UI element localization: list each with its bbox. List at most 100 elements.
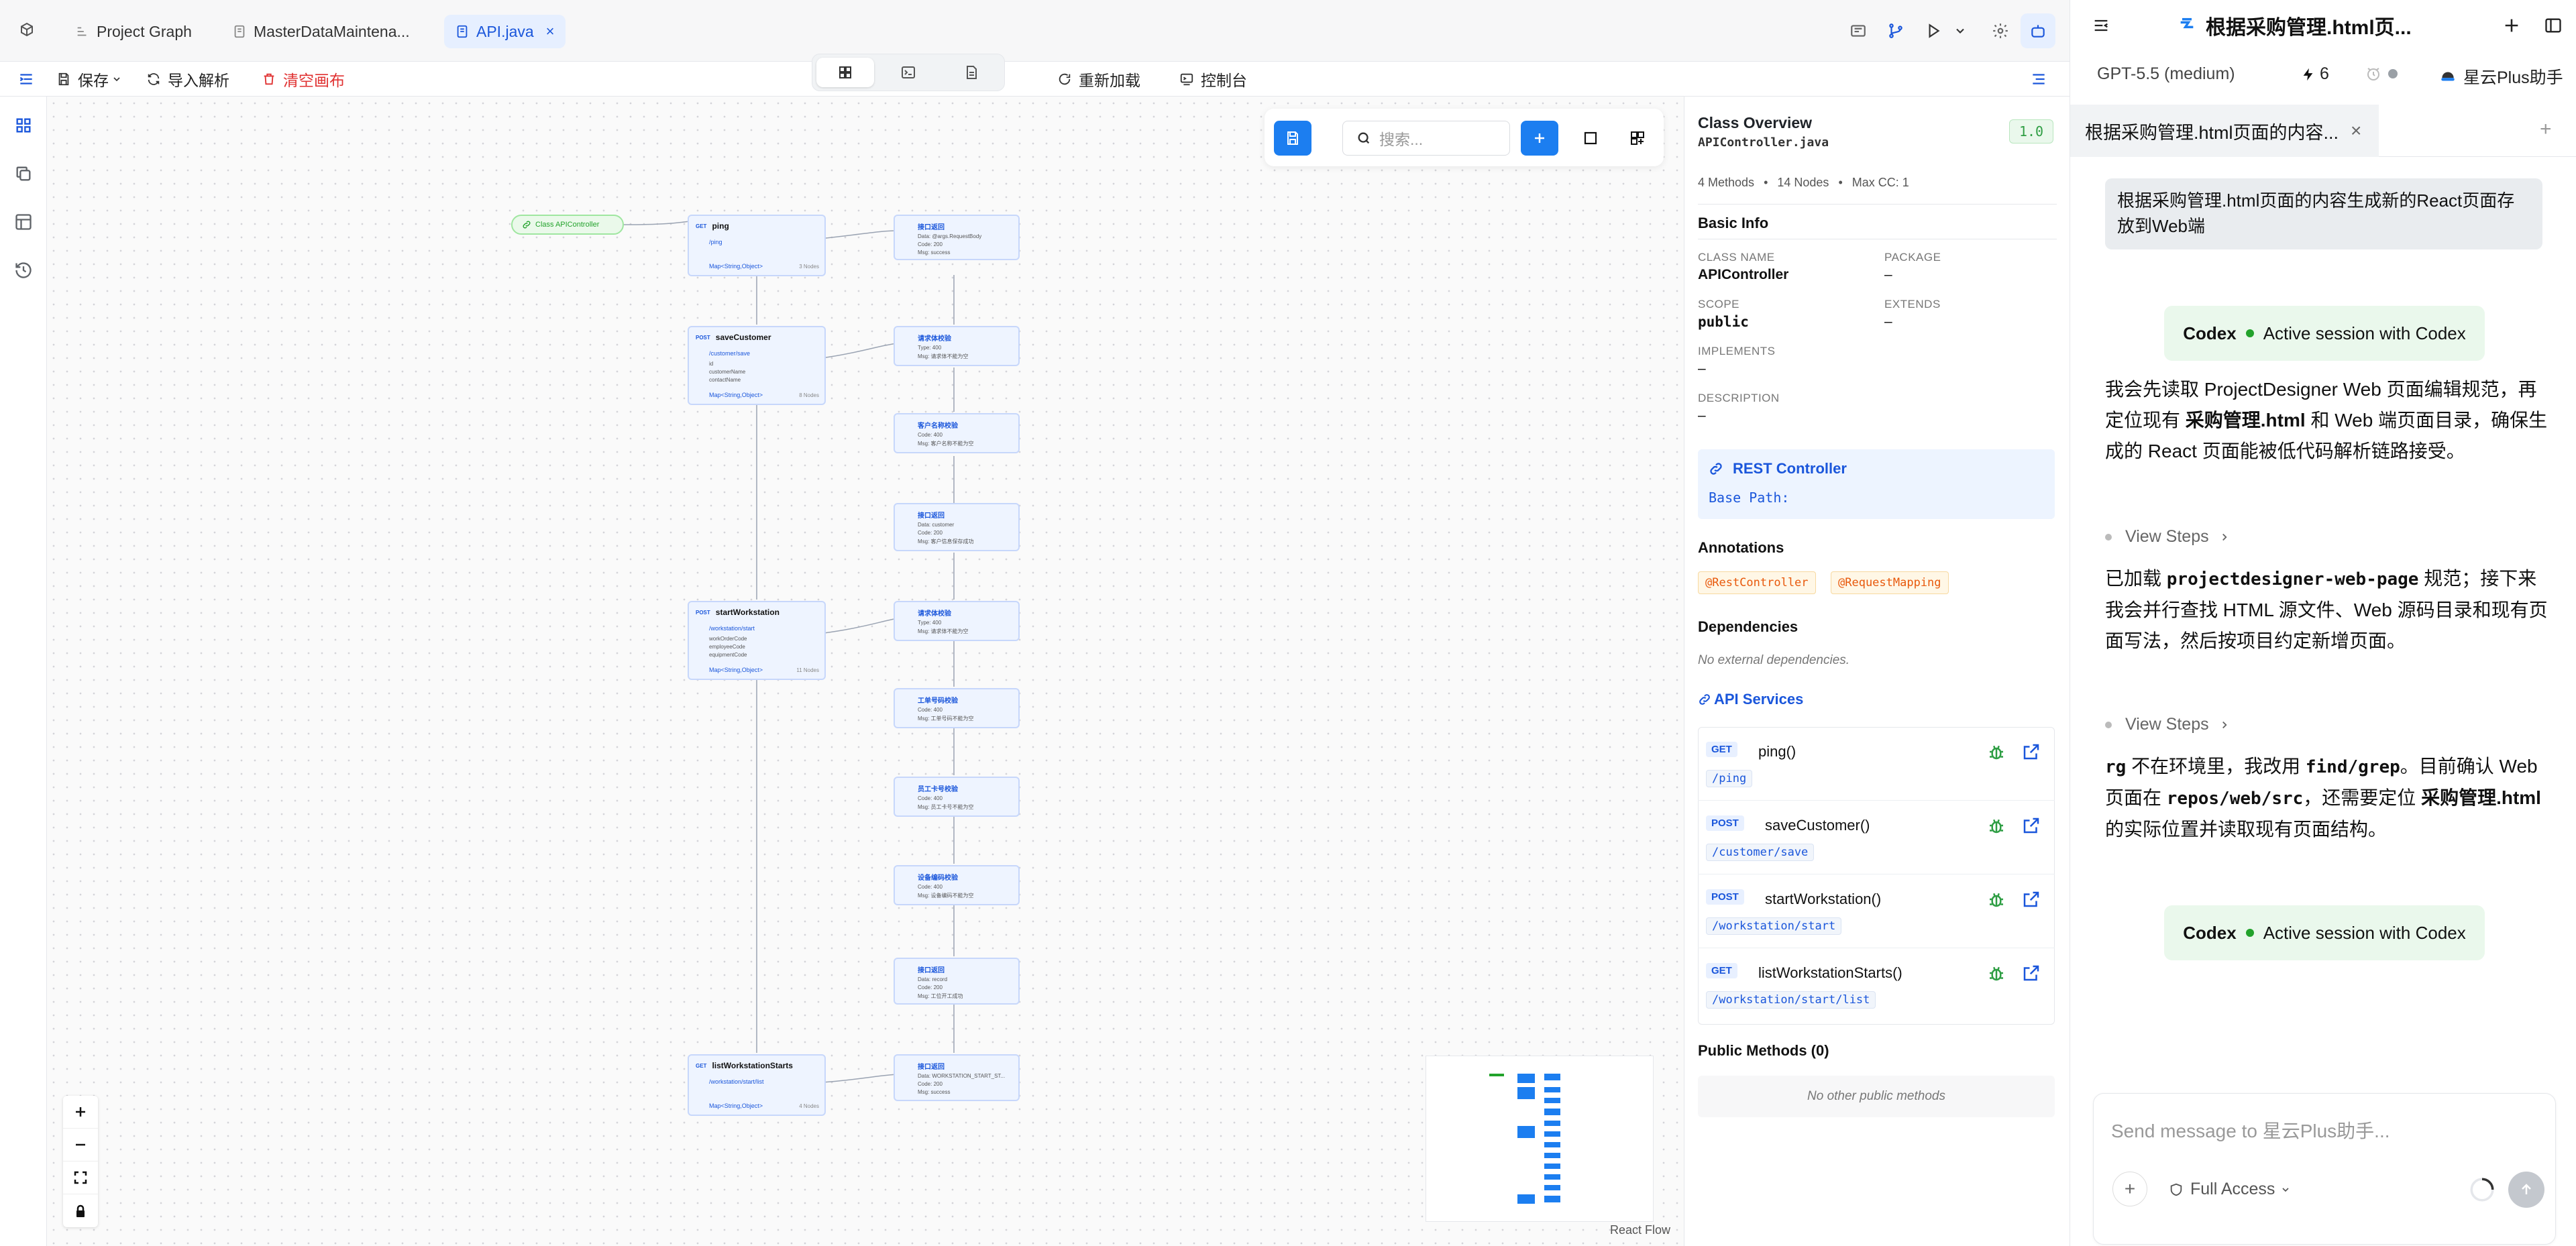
add-thread-icon[interactable]: + [2540,118,2552,140]
service-row-list-workstation-starts[interactable]: GET listWorkstationStarts() /workstation… [1698,948,2055,1022]
import-parse-button[interactable]: 导入解析 [146,67,229,91]
message-input[interactable]: Send message to 星云Plus助手... [2111,1121,2390,1141]
method-name: listWorkstationStarts [712,1061,793,1070]
chevron-down-icon[interactable] [1945,13,1975,48]
graph-nav-icon[interactable] [9,111,38,139]
tab-label: MasterDataMaintena... [254,22,410,40]
external-link-icon[interactable] [2021,815,2041,836]
assistant-message-3: rg 不在环境里，我改用 find/grep。目前确认 Web 页面在 repo… [2105,756,2541,840]
close-icon[interactable]: × [545,23,555,40]
clear-canvas-button[interactable]: 清空画布 [262,67,345,91]
bug-icon[interactable] [1986,889,2006,909]
assistant-selector[interactable]: 星云Plus助手 [2439,64,2563,89]
service-row-save-customer[interactable]: POST saveCustomer() /customer/save [1698,801,2055,874]
tab-master-data[interactable]: MasterDataMaintena... [221,15,421,48]
view-steps-label: View Steps [2125,527,2209,546]
view-steps-toggle[interactable]: View Steps [2105,715,2231,734]
access-selector[interactable]: Full Access [2169,1180,2291,1199]
layout-nav-icon[interactable] [9,208,38,236]
minimap[interactable] [1426,1056,1654,1222]
react-flow-attribution[interactable]: React Flow [1610,1223,1671,1237]
panel-layout-icon[interactable] [2538,11,2568,40]
annotations-title: Annotations [1698,539,1784,556]
sidebar-toggle-icon[interactable] [2086,11,2116,40]
send-button[interactable] [2508,1172,2544,1208]
http-method: POST [696,334,710,341]
thread-tab-active[interactable]: 根据采购管理.html页面的内容... × [2070,105,2379,157]
gear-icon[interactable] [1983,13,2018,48]
zoom-out-icon[interactable] [63,1129,98,1162]
layout-icon[interactable] [1841,13,1876,48]
fit-view-icon[interactable] [63,1162,98,1194]
bug-icon[interactable] [1986,815,2006,836]
search-input[interactable]: 搜索... [1342,121,1510,156]
zoom-in-icon[interactable] [63,1096,98,1129]
save-icon[interactable] [1274,121,1311,156]
attach-plus-icon[interactable]: + [2112,1172,2147,1206]
history-nav-icon[interactable] [9,256,38,284]
file-icon [457,25,468,38]
lock-icon[interactable] [63,1194,98,1227]
class-node[interactable]: Class APIController [511,215,624,235]
overview-file: APIController.java [1698,135,1829,150]
result-line: Code: 400 [918,432,943,438]
plus-icon [1535,133,1544,143]
document-view-icon[interactable] [943,58,1000,87]
result-line: Code: 400 [918,795,943,801]
graph-view-icon[interactable] [816,58,874,87]
reload-button[interactable]: 重新加载 [1057,67,1140,91]
bug-icon[interactable] [1986,963,2006,983]
view-steps-toggle[interactable]: View Steps [2105,527,2231,547]
external-link-icon[interactable] [2021,889,2041,909]
code-view-icon[interactable] [879,58,937,87]
layout-grid-icon[interactable] [1620,121,1655,156]
left-rail [0,97,47,1246]
console-button[interactable]: 控制台 [1179,67,1247,91]
model-selector[interactable]: GPT-5.5 (medium) [2097,64,2235,83]
menu-toggle-icon[interactable] [17,67,42,91]
copy-nav-icon[interactable] [9,160,38,188]
close-icon[interactable]: × [2351,120,2362,141]
implements-label: IMPLEMENTS [1698,345,1776,357]
service-row-ping[interactable]: GET ping() /ping [1698,727,2055,801]
result-title: 工单号码校验 [918,697,958,705]
run-icon[interactable] [1916,13,1951,48]
tab-api-java[interactable]: API.java × [444,15,566,48]
no-dependencies: No external dependencies. [1698,653,1850,667]
square-icon[interactable] [1573,121,1608,156]
package-value: – [1884,267,1892,282]
app-logo-icon[interactable] [12,15,42,44]
service-row-start-workstation[interactable]: POST startWorkstation() /workstation/sta… [1698,874,2055,948]
service-path: /ping [1706,770,1753,787]
external-link-icon[interactable] [2021,742,2041,762]
trash-icon [264,73,274,85]
list-view-icon[interactable] [2030,67,2054,91]
new-chat-icon[interactable] [2497,11,2526,40]
tab-project-graph[interactable]: Project Graph [64,15,203,48]
save-button[interactable]: 保存 [56,67,129,91]
add-node-button[interactable] [1521,121,1558,156]
result-title: 接口返回 [918,1064,945,1071]
search-placeholder: 搜索... [1379,131,1424,148]
result-line: Code: 400 [918,707,943,713]
branch-icon[interactable] [1878,13,1913,48]
robot-icon[interactable] [2021,13,2055,48]
result-line: Msg: 设备编码不能为空 [918,893,974,899]
external-link-icon[interactable] [2021,963,2041,983]
bug-icon[interactable] [1986,742,2006,762]
